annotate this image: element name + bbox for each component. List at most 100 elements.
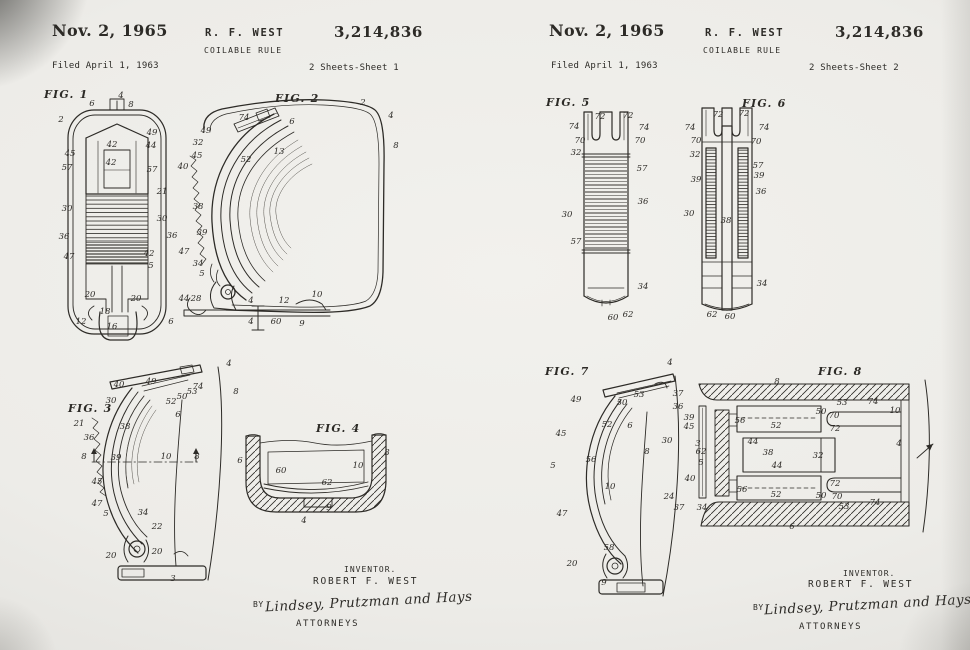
ref-numeral: 72 bbox=[738, 109, 750, 119]
ref-numeral: 70 bbox=[831, 492, 843, 502]
ref-numeral: 8 bbox=[393, 141, 399, 151]
ref-numeral: 72 bbox=[622, 111, 634, 121]
ref-numeral: 60 bbox=[275, 466, 287, 476]
ref-numeral: 5 bbox=[148, 261, 154, 271]
ref-numeral: 70 bbox=[634, 136, 646, 146]
ref-numeral: 72 bbox=[594, 112, 606, 122]
ref-numeral: 34 bbox=[696, 503, 708, 513]
ref-numeral: 9 bbox=[299, 319, 305, 329]
figure-label: FIG. 1 bbox=[44, 88, 89, 101]
figure-label: FIG. 4 bbox=[316, 422, 361, 435]
ref-numeral: 40 bbox=[684, 474, 696, 484]
ref-numeral: 8 bbox=[774, 377, 780, 387]
ref-numeral: 56 bbox=[585, 455, 597, 465]
ref-numeral: 45 bbox=[91, 477, 103, 487]
figure-label: FIG. 5 bbox=[546, 96, 591, 109]
ref-numeral: 39 bbox=[753, 171, 765, 181]
ref-numeral: 12 bbox=[75, 317, 87, 327]
ref-numeral: 34 bbox=[192, 259, 204, 269]
ref-numeral: 30 bbox=[156, 214, 168, 224]
ref-numeral: 12 bbox=[278, 296, 290, 306]
figure-label: FIG. 8 bbox=[818, 365, 863, 378]
ref-numeral: 52 bbox=[240, 155, 252, 165]
ref-numeral: 30 bbox=[661, 436, 673, 446]
ref-numeral: 70 bbox=[690, 136, 702, 146]
ref-numeral: 4 bbox=[118, 91, 124, 101]
ref-numeral: 20 bbox=[105, 551, 117, 561]
ref-numeral: 36 bbox=[166, 231, 178, 241]
ref-numeral: 4 bbox=[226, 359, 232, 369]
ref-numeral: 38 bbox=[762, 448, 774, 458]
ref-numeral: 10 bbox=[311, 290, 323, 300]
ref-numeral: 49 bbox=[200, 126, 212, 136]
ref-numeral: 40 bbox=[113, 380, 125, 390]
ref-numeral: 42 bbox=[106, 140, 118, 150]
ref-numeral: 39 bbox=[690, 175, 702, 185]
ref-numeral: 30 bbox=[105, 396, 117, 406]
ref-numeral: 20 bbox=[151, 547, 163, 557]
ref-numeral: 62 bbox=[695, 447, 707, 457]
ref-numeral: 50 bbox=[176, 392, 188, 402]
ref-numeral: 30 bbox=[683, 209, 695, 219]
ref-numeral: 6 bbox=[168, 317, 174, 327]
ref-numeral: 44 bbox=[178, 294, 190, 304]
ref-numeral: 34 bbox=[137, 508, 149, 518]
ref-numeral: 16 bbox=[106, 322, 118, 332]
ref-numeral: 62 bbox=[321, 478, 333, 488]
ref-numeral: 47 bbox=[63, 252, 75, 262]
ref-numeral: 6 bbox=[89, 99, 95, 109]
ref-numeral: 50 bbox=[815, 491, 827, 501]
ref-numeral: 5 bbox=[550, 461, 556, 471]
ref-numeral: 21 bbox=[73, 419, 85, 429]
ref-numeral: 10 bbox=[160, 452, 172, 462]
ref-numeral: 53 bbox=[186, 387, 198, 397]
ref-numeral: 8 bbox=[81, 452, 87, 462]
ref-numeral: 36 bbox=[83, 433, 95, 443]
ref-numeral: 8 bbox=[233, 387, 239, 397]
ref-numeral: 6 bbox=[175, 410, 181, 420]
ref-numeral: 49 bbox=[145, 377, 157, 387]
ref-numeral: 32 bbox=[812, 451, 824, 461]
ref-numeral: 30 bbox=[61, 204, 73, 214]
ref-numeral: 44 bbox=[747, 437, 759, 447]
ref-numeral: 30 bbox=[561, 210, 573, 220]
ref-numeral: 13 bbox=[273, 147, 285, 157]
ref-numeral: 6 bbox=[789, 522, 795, 532]
ref-numeral: 21 bbox=[156, 187, 168, 197]
ref-numeral: 4 bbox=[896, 439, 902, 449]
ref-numeral: 74 bbox=[867, 397, 879, 407]
ref-numeral: 5 bbox=[199, 269, 205, 279]
ref-numeral: 74 bbox=[568, 122, 580, 132]
ref-numeral: 45 bbox=[64, 149, 76, 159]
ref-numeral: 47 bbox=[556, 509, 568, 519]
ref-numeral: 62 bbox=[706, 310, 718, 320]
ref-numeral: 45 bbox=[683, 422, 695, 432]
ref-numeral: 28 bbox=[190, 294, 202, 304]
ref-numeral: 10 bbox=[352, 461, 364, 471]
ref-numeral: 38 bbox=[720, 216, 732, 226]
ref-numeral: 47 bbox=[178, 247, 190, 257]
ref-numeral: 6 bbox=[627, 421, 633, 431]
ref-numeral: 5 bbox=[103, 509, 109, 519]
ref-numeral: 57 bbox=[636, 164, 648, 174]
ref-numeral: 47 bbox=[91, 499, 103, 509]
ref-numeral: 44 bbox=[771, 461, 783, 471]
ref-numeral: 40 bbox=[177, 162, 189, 172]
ref-numeral: 8 bbox=[644, 447, 650, 457]
ref-numeral: 4 bbox=[388, 111, 394, 121]
ref-numeral: 50 bbox=[616, 398, 628, 408]
ref-numeral: 52 bbox=[770, 490, 782, 500]
ref-numeral: 10 bbox=[604, 482, 616, 492]
ref-numeral: 60 bbox=[607, 313, 619, 323]
ref-numeral: 57 bbox=[752, 161, 764, 171]
ref-numeral: 36 bbox=[672, 402, 684, 412]
ref-numeral: 42 bbox=[105, 158, 117, 168]
ref-numeral: 36 bbox=[58, 232, 70, 242]
ref-numeral: 53 bbox=[836, 398, 848, 408]
ref-numeral: 70 bbox=[750, 137, 762, 147]
ref-numeral: 32 bbox=[570, 148, 582, 158]
ref-numeral: 70 bbox=[574, 136, 586, 146]
ref-numeral: 4 bbox=[248, 296, 254, 306]
